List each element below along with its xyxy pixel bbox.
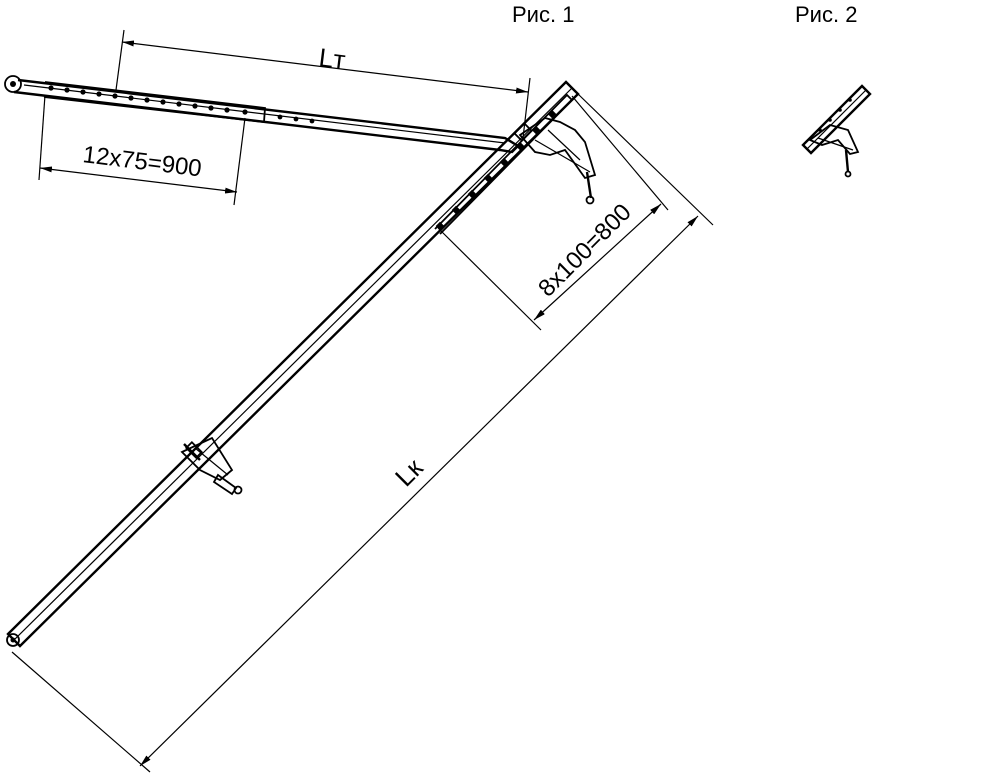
console-end-eye [6,633,20,647]
console-hole-pitch-label: 8x100=800 [533,199,637,303]
figure-2-label: Рис. 2 [795,2,857,27]
traverse-bar [4,75,520,154]
traverse-hole-pitch-dimension: 12x75=900 [38,94,246,206]
console-length-dimension: Lк [11,93,714,773]
traverse-length-dimension: Lт [115,29,531,139]
console-holes [435,109,557,231]
traverse-hole-pitch-label: 12x75=900 [81,141,203,182]
top-bracket [513,117,597,205]
middle-clamp [180,436,243,496]
figure-1-label: Рис. 1 [512,2,574,27]
traverse-end-eye [4,75,22,93]
traverse-length-label: Lт [317,42,347,75]
figure-2-detail [801,84,872,178]
traverse-holes [48,85,315,124]
console-hole-pitch-dimension: 8x100=800 [437,95,669,331]
